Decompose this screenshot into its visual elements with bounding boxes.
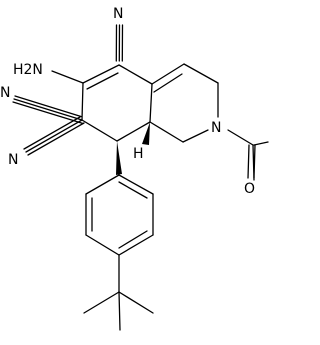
atom-label-carbonyl-oxygen: O — [244, 181, 255, 197]
nitrile-top — [115, 24, 124, 62]
tert-butyl-group — [83, 254, 154, 331]
acetyl-group — [227, 129, 269, 181]
atom-label-ring-nitrogen: N — [211, 120, 221, 136]
wedge-bond-aryl — [116, 141, 122, 175]
left-ring-bonds — [81, 64, 153, 142]
atom-label-amino: H2N — [13, 62, 43, 78]
nitrile-left-lower — [23, 116, 85, 156]
atom-label-stereo-h: H — [133, 146, 144, 162]
atom-label-nitrile-n-left-lower: N — [8, 152, 18, 168]
atom-label-nitrile-n-left-upper: N — [0, 85, 10, 101]
amino-bond — [51, 70, 84, 84]
wedge-bond-h — [142, 122, 150, 145]
atom-label-nitrile-n-top: N — [113, 6, 123, 22]
right-ring-bonds — [149, 63, 219, 143]
molecule-structure: N H2N N N N H O — [0, 6, 269, 331]
benzene-ring — [85, 174, 154, 256]
nitrile-left-upper — [12, 95, 84, 125]
